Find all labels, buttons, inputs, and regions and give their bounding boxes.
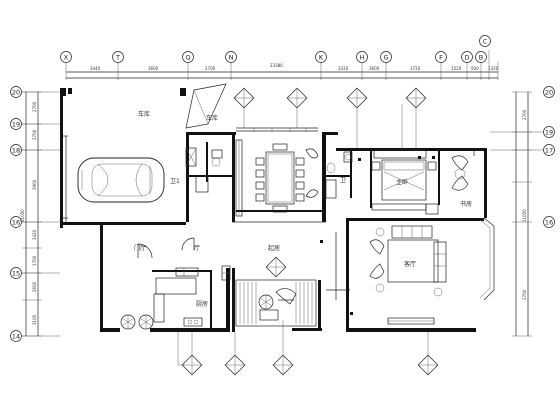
- index-marker-group: [177, 87, 439, 376]
- top-dim-total: 23380: [270, 63, 283, 68]
- room-label-garage: 车库: [138, 110, 150, 118]
- room-label-master: 主卧: [396, 178, 408, 186]
- axis-label-top-6: H: [360, 54, 365, 62]
- staircase: [235, 279, 317, 327]
- bathroom-fixtures: [325, 151, 353, 199]
- index-marker-1: [233, 87, 255, 109]
- right-dimension-lines: 2700 11050 2700: [512, 91, 532, 337]
- top-dim-8: 1520: [451, 66, 462, 71]
- axis-label-top-3: Q: [185, 54, 190, 62]
- dining-table: [255, 143, 305, 213]
- right-dim-1: 2700: [522, 109, 527, 120]
- axis-label-left-4: 16: [12, 219, 20, 227]
- left-dimension-labels: 2700 2700 3900 11050 3420 1700 2600 3100: [20, 101, 37, 325]
- right-dim-total: 11050: [522, 209, 527, 222]
- interior-partitions: [152, 142, 440, 328]
- index-marker-7: [224, 354, 246, 376]
- car-symbol: [77, 157, 165, 203]
- room-label-garage-2: 车库: [206, 114, 218, 122]
- axis-label-right-1: 20: [545, 89, 553, 97]
- top-dimension-labels: 3440 3600 2700 23380 3320 3600 3720 1520…: [90, 63, 499, 71]
- axis-label-left-6: 14: [12, 333, 20, 341]
- room-label-bath-1: 卫1: [170, 178, 180, 185]
- dining-sideboard: [235, 139, 243, 217]
- axis-label-right-2: 19: [545, 129, 553, 137]
- index-marker-3: [346, 87, 368, 109]
- axis-label-right-3: 17: [545, 147, 553, 155]
- master-armchairs: [451, 155, 469, 191]
- kitchen-counters: [153, 267, 203, 327]
- top-dimension-lines: [65, 50, 499, 80]
- room-label-living: 客厅: [404, 260, 416, 268]
- dining-window: [236, 127, 318, 132]
- left-dim-1: 2700: [32, 101, 37, 112]
- axis-label-left-3: 18: [12, 147, 20, 155]
- axis-label-top-11: C: [483, 38, 488, 46]
- master-wardrobe: [371, 203, 439, 215]
- top-dim-7: 3720: [410, 66, 421, 71]
- index-marker-8: [272, 354, 294, 376]
- index-marker-5: [265, 256, 287, 278]
- axis-label-top-10: B: [479, 54, 483, 62]
- left-dimension-lines: [22, 91, 42, 337]
- top-axis-bubbles: X T Q N K H G F D B C: [60, 35, 491, 63]
- living-bay-window: [387, 217, 495, 325]
- axis-label-left-5: 15: [12, 270, 20, 278]
- garage-details: [185, 147, 223, 193]
- axis-label-top-8: F: [439, 54, 443, 62]
- master-bed: [371, 149, 437, 201]
- index-marker-4: [405, 87, 427, 109]
- axis-label-top-4: N: [229, 54, 234, 62]
- axis-label-top-9: D: [464, 54, 469, 62]
- room-label-bath-2: 卫: [340, 177, 346, 184]
- left-dim-7: 2600: [32, 281, 37, 292]
- axis-label-left-1: 20: [12, 89, 20, 97]
- right-dim-3: 2700: [522, 289, 527, 300]
- axis-label-right-4: 16: [545, 219, 553, 227]
- top-dim-10: 1320: [488, 66, 499, 71]
- left-dim-5: 3420: [32, 229, 37, 240]
- room-label-hall: 厅: [194, 245, 200, 252]
- left-dim-total: 11050: [20, 209, 25, 222]
- top-dim-5: 3320: [338, 66, 349, 71]
- entry-door: [137, 237, 195, 259]
- axis-label-left-2: 19: [12, 121, 20, 129]
- top-dim-3: 2700: [205, 66, 216, 71]
- axis-label-top-5: K: [319, 54, 324, 62]
- index-marker-2: [286, 87, 308, 109]
- garage-door: [62, 83, 227, 219]
- top-dim-1: 3440: [90, 66, 101, 71]
- left-axis-bubbles: 20 19 18 16 15 14: [10, 86, 60, 342]
- living-sofa-set: [369, 225, 447, 297]
- axis-label-top-1: X: [64, 54, 69, 62]
- left-dim-2: 2700: [32, 129, 37, 140]
- top-dim-9: 500: [471, 66, 479, 71]
- room-label-living-2: 起居: [268, 244, 280, 252]
- left-dim-8: 3100: [32, 314, 37, 325]
- axis-label-top-2: T: [115, 54, 120, 62]
- room-label-foyer: 门厅: [134, 244, 146, 252]
- top-dim-6: 3600: [369, 66, 380, 71]
- index-marker-9: [417, 354, 439, 376]
- dining-chairs-corner: [305, 148, 319, 198]
- room-label-kitchen: 厨房: [196, 300, 208, 308]
- potted-plants: [120, 294, 274, 330]
- index-marker-6: [181, 354, 203, 376]
- misc-marks: [68, 88, 484, 315]
- left-dim-6: 1700: [32, 255, 37, 266]
- right-axis-bubbles: 20 19 17 16: [490, 86, 555, 228]
- hall-cabinets: [221, 265, 231, 281]
- top-dim-2: 3600: [148, 66, 159, 71]
- room-label-study: 书房: [460, 200, 472, 208]
- axis-label-top-7: G: [383, 54, 388, 62]
- left-dim-3: 3900: [32, 179, 37, 190]
